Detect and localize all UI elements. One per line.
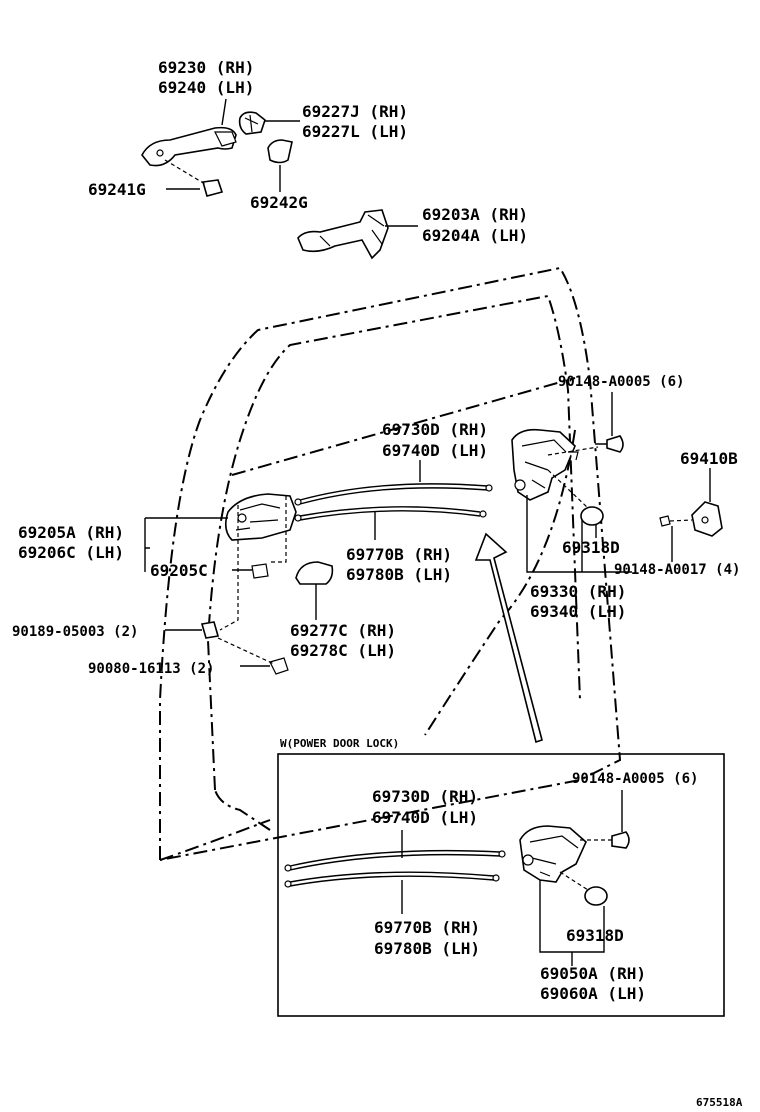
inset-label-69770b: 69770B (RH) <box>374 918 480 937</box>
door-lock-69330 <box>511 428 599 509</box>
clip-90189 <box>165 505 239 639</box>
inset-title: W(POWER DOOR LOCK) <box>280 737 399 750</box>
figure-id: 675518A <box>696 1096 743 1109</box>
label-69230: 69230 (RH) <box>158 58 254 77</box>
label-69278c: 69278C (LH) <box>290 641 396 660</box>
label-69330: 69330 (RH) <box>530 582 626 601</box>
cable-69730d <box>294 460 493 506</box>
outside-handle <box>141 98 237 167</box>
label-69203a: 69203A (RH) <box>422 205 528 224</box>
label-69241g: 69241G <box>88 180 146 199</box>
screw-90080 <box>217 637 289 675</box>
inset-box <box>277 753 725 1017</box>
label-69277c: 69277C (RH) <box>290 621 396 640</box>
door-outline <box>159 266 622 861</box>
gasket-69242g <box>267 139 293 192</box>
label-90148-a0005: 90148-A0005 (6) <box>558 374 684 390</box>
label-90148-a0017: 90148-A0017 (4) <box>614 562 740 578</box>
label-90189-05003: 90189-05003 (2) <box>12 624 138 640</box>
cover-69318d <box>580 506 604 538</box>
inset-label-69050a: 69050A (RH) <box>540 964 646 983</box>
bezel-69277c <box>295 561 334 620</box>
label-69730d: 69730D (RH) <box>382 420 488 439</box>
handle-cap <box>238 111 300 135</box>
lock-bracket-leader <box>526 495 632 573</box>
screw-69205c <box>232 496 287 579</box>
inset-label-69318d: 69318D <box>566 926 624 945</box>
label-69204a: 69204A (LH) <box>422 226 528 245</box>
label-69227j: 69227J (RH) <box>302 102 408 121</box>
label-69206c: 69206C (LH) <box>18 543 124 562</box>
inset-label-69780b: 69780B (LH) <box>374 939 480 958</box>
label-69770b: 69770B (RH) <box>346 545 452 564</box>
striker-69410b <box>659 468 723 562</box>
inset-label-69060a: 69060A (LH) <box>540 984 646 1003</box>
label-69340: 69340 (LH) <box>530 602 626 621</box>
label-69780b: 69780B (LH) <box>346 565 452 584</box>
frame-69203a <box>297 209 418 260</box>
pad-69241g <box>164 159 224 197</box>
label-69227l: 69227L (LH) <box>302 122 408 141</box>
inset-label-69740d: 69740D (LH) <box>372 808 478 827</box>
label-69740d: 69740D (LH) <box>382 441 488 460</box>
inside-handle-69205a <box>144 493 297 572</box>
label-69205a: 69205A (RH) <box>18 523 124 542</box>
inset-label-90148-a0005: 90148-A0005 (6) <box>572 771 698 787</box>
label-69318d: 69318D <box>562 538 620 557</box>
inset-arrow <box>474 532 543 744</box>
inset-label-69730d: 69730D (RH) <box>372 787 478 806</box>
cable-69770b <box>294 506 487 540</box>
label-69242g: 69242G <box>250 193 308 212</box>
label-90080-16113: 90080-16113 (2) <box>88 661 214 677</box>
bolt-90148-a0005 <box>595 392 624 453</box>
label-69240: 69240 (LH) <box>158 78 254 97</box>
label-69410b: 69410B <box>680 449 738 468</box>
label-69205c: 69205C <box>150 561 208 580</box>
